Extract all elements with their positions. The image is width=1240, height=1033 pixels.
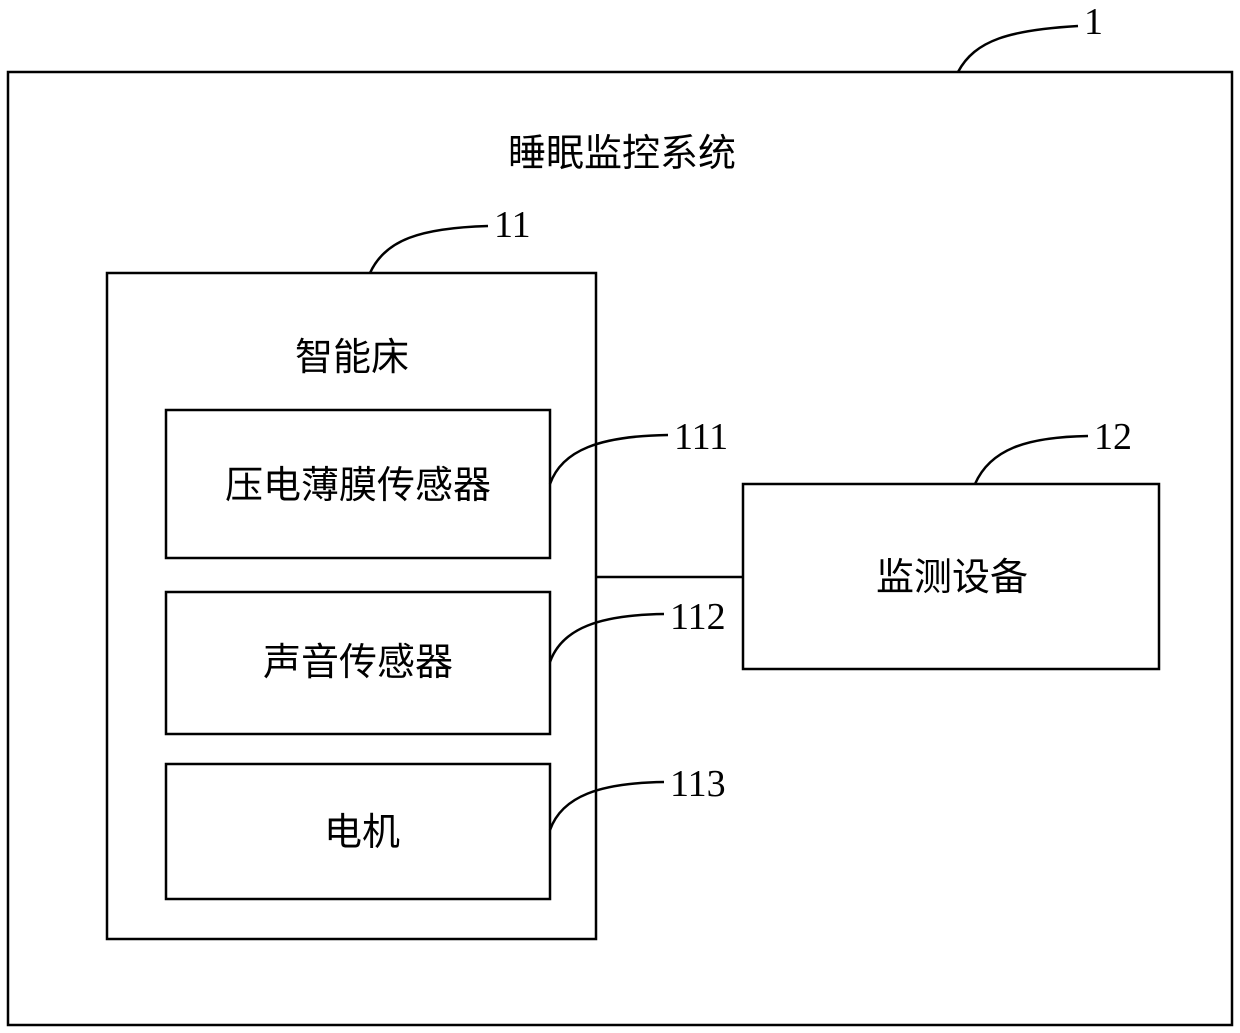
- sound-sensor-label: 声音传感器: [263, 640, 453, 684]
- system-ref-leader: [958, 26, 1078, 72]
- system-box: [8, 72, 1232, 1025]
- monitoring-device-ref-leader: [975, 436, 1088, 484]
- smart-bed-title: 智能床: [295, 335, 409, 379]
- monitoring-device-ref-number: 12: [1094, 416, 1132, 458]
- piezo-film-sensor-ref-leader: [550, 435, 668, 484]
- system-ref-number: 1: [1084, 1, 1103, 43]
- motor-ref-number: 113: [670, 763, 726, 805]
- monitoring-device-label: 监测设备: [876, 555, 1028, 599]
- smart-bed-ref-leader: [370, 226, 488, 273]
- motor-label: 电机: [324, 810, 400, 854]
- piezo-film-sensor-label: 压电薄膜传感器: [225, 463, 491, 507]
- motor-ref-leader: [550, 782, 664, 830]
- sound-sensor-ref-leader: [550, 614, 664, 662]
- piezo-film-sensor-ref-number: 111: [674, 416, 728, 458]
- smart-bed-ref-number: 11: [494, 204, 531, 246]
- sound-sensor-ref-number: 112: [670, 596, 726, 638]
- system-title: 睡眠监控系统: [508, 131, 736, 175]
